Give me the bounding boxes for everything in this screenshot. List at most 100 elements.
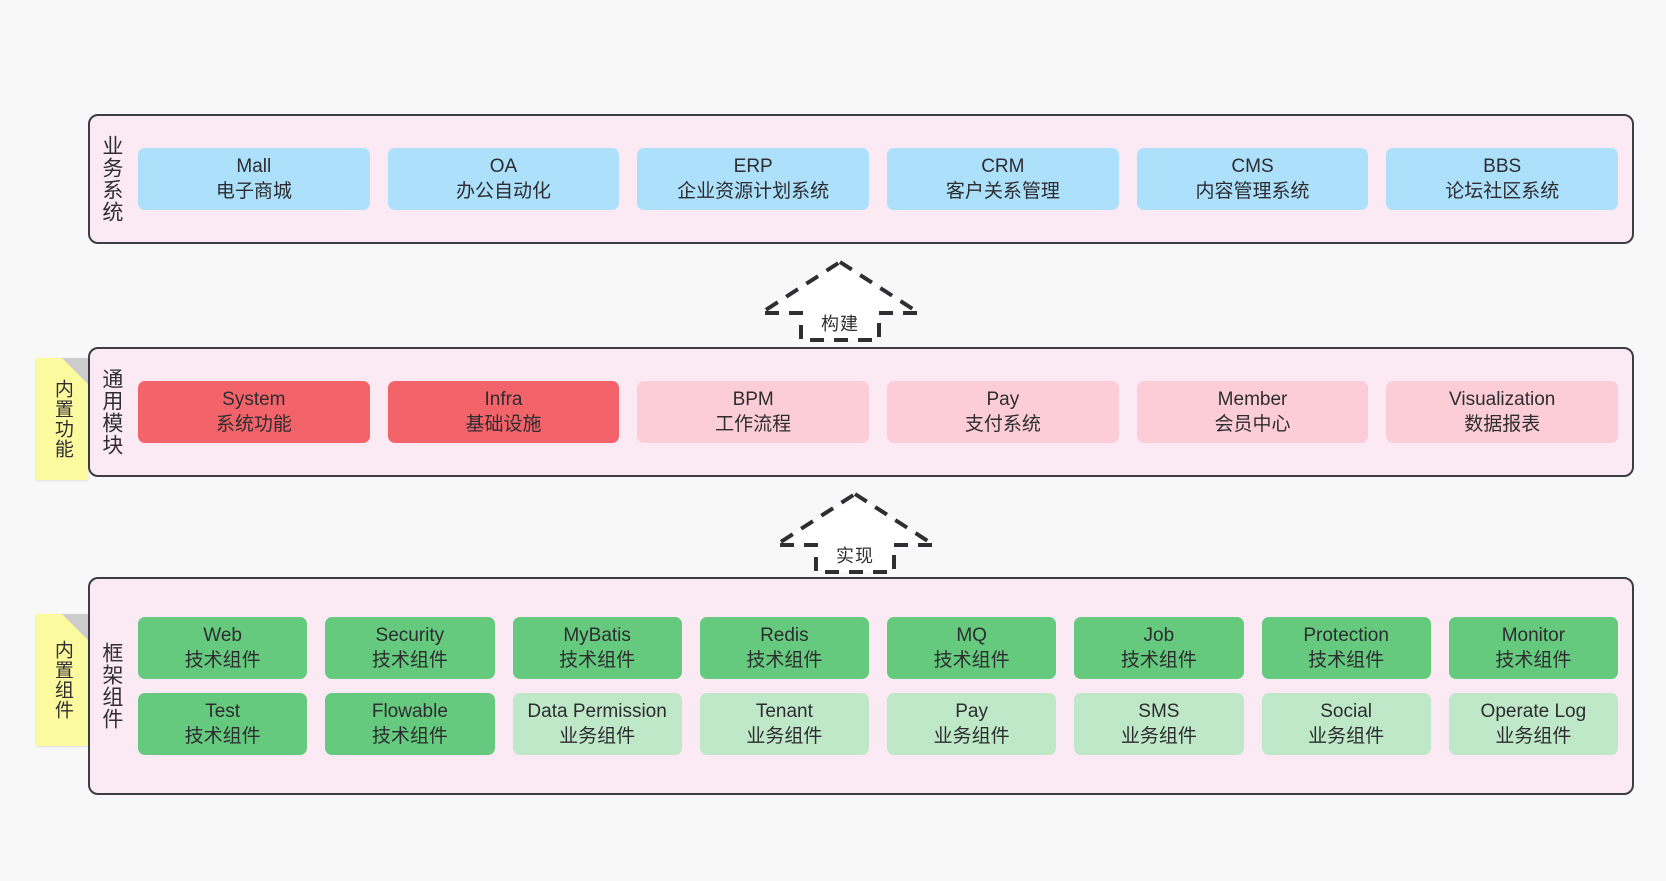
card-social[interactable]: Social 业务组件 (1261, 693, 1431, 756)
card-subtitle: 技术组件 (1495, 649, 1572, 671)
card-title: Tenant (755, 701, 813, 722)
card-title: CMS (1231, 155, 1274, 177)
card-subtitle: 办公自动化 (456, 181, 552, 202)
card-pay-module[interactable]: Pay 支付系统 (887, 380, 1119, 444)
framework-business-row: Test 技术组件 Flowable 技术组件 Data Permission … (138, 693, 1618, 756)
arrow-build: 构建 (755, 256, 925, 342)
card-pay-component[interactable]: Pay 业务组件 (887, 693, 1057, 756)
arrow-build-label: 构建 (821, 314, 859, 334)
card-title: System (222, 388, 286, 410)
card-subtitle: 技术组件 (371, 726, 448, 748)
card-system[interactable]: System 系统功能 (138, 380, 370, 444)
sticky-note-builtin-components: 内置组件 (36, 614, 88, 746)
card-subtitle: 业务组件 (1308, 726, 1385, 748)
card-subtitle: 电子商城 (215, 181, 292, 202)
arrow-up-dashed-icon (770, 491, 940, 574)
card-subtitle: 企业资源计划系统 (677, 181, 830, 202)
card-title: Monitor (1501, 624, 1566, 646)
card-title: Flowable (371, 701, 448, 722)
card-cms[interactable]: CMS 内容管理系统 (1136, 147, 1369, 211)
card-bpm[interactable]: BPM 工作流程 (637, 380, 870, 444)
card-member[interactable]: Member 会员中心 (1136, 380, 1369, 444)
card-subtitle: 会员中心 (1214, 414, 1291, 435)
card-oa[interactable]: OA 办公自动化 (387, 147, 620, 211)
card-sms[interactable]: SMS 业务组件 (1074, 693, 1244, 756)
card-operate-log[interactable]: Operate Log 业务组件 (1448, 693, 1618, 756)
card-subtitle: 技术组件 (559, 649, 636, 671)
card-subtitle: 支付系统 (964, 414, 1041, 435)
common-modules-row: System 系统功能 Infra 基础设施 BPM 工作流程 Pay 支付系统… (138, 380, 1619, 444)
card-subtitle: 数据报表 (1464, 414, 1541, 435)
card-title: BPM (732, 388, 774, 410)
layer-business-systems: 业务系统 Mall 电子商城 OA 办公自动化 ERP 企业资源计划系统 CRM… (88, 114, 1634, 244)
card-title: SMS (1138, 701, 1180, 722)
card-security[interactable]: Security 技术组件 (325, 616, 495, 679)
card-title: Visualization (1449, 388, 1556, 410)
page-fold-icon (62, 614, 88, 640)
card-subtitle: 基础设施 (465, 414, 542, 435)
card-title: CRM (981, 155, 1025, 177)
card-subtitle: 业务组件 (1120, 726, 1197, 748)
card-subtitle: 技术组件 (184, 649, 261, 671)
card-subtitle: 内容管理系统 (1195, 181, 1310, 202)
card-title: Redis (760, 624, 809, 646)
card-mq[interactable]: MQ 技术组件 (887, 616, 1057, 679)
layer-business-systems-body: Mall 电子商城 OA 办公自动化 ERP 企业资源计划系统 CRM 客户关系… (132, 116, 1632, 242)
card-subtitle: 技术组件 (1120, 649, 1197, 671)
card-test[interactable]: Test 技术组件 (138, 693, 308, 756)
card-mall[interactable]: Mall 电子商城 (138, 147, 370, 211)
card-title: BBS (1483, 155, 1522, 177)
card-subtitle: 论坛社区系统 (1445, 181, 1560, 202)
card-subtitle: 技术组件 (1308, 649, 1385, 671)
card-crm[interactable]: CRM 客户关系管理 (887, 147, 1119, 211)
card-title: Member (1217, 388, 1288, 410)
card-subtitle: 技术组件 (933, 649, 1010, 671)
layer-common-modules-body: System 系统功能 Infra 基础设施 BPM 工作流程 Pay 支付系统… (132, 349, 1632, 475)
page-fold-icon (62, 358, 88, 384)
card-visualization[interactable]: Visualization 数据报表 (1386, 380, 1619, 444)
card-flowable[interactable]: Flowable 技术组件 (325, 693, 495, 756)
card-title: Data Permission (527, 701, 667, 722)
card-title: Pay (955, 701, 988, 722)
card-title: Test (205, 701, 241, 722)
layer-common-modules-title: 通用模块 (99, 368, 123, 456)
card-subtitle: 工作流程 (715, 414, 792, 435)
sticky-note-builtin-features: 内置功能 (36, 358, 88, 480)
card-data-permission[interactable]: Data Permission 业务组件 (512, 693, 682, 756)
business-systems-row: Mall 电子商城 OA 办公自动化 ERP 企业资源计划系统 CRM 客户关系… (138, 147, 1619, 211)
card-subtitle: 业务组件 (559, 726, 636, 748)
card-erp[interactable]: ERP 企业资源计划系统 (637, 147, 870, 211)
card-title: Operate Log (1480, 701, 1587, 722)
layer-framework-components-title: 框架组件 (99, 642, 123, 730)
card-protection[interactable]: Protection 技术组件 (1261, 616, 1431, 679)
card-subtitle: 客户关系管理 (945, 181, 1060, 202)
card-title: MyBatis (563, 624, 631, 646)
card-title: Infra (484, 388, 523, 410)
card-redis[interactable]: Redis 技术组件 (699, 616, 869, 679)
arrow-implement-label: 实现 (836, 546, 874, 566)
card-job[interactable]: Job 技术组件 (1074, 616, 1244, 679)
card-mybatis[interactable]: MyBatis 技术组件 (512, 616, 682, 679)
card-title: ERP (733, 155, 773, 177)
layer-framework-components: 框架组件 Web 技术组件 Security 技术组件 MyBatis 技术组件… (88, 577, 1634, 795)
card-title: MQ (956, 624, 987, 646)
card-infra[interactable]: Infra 基础设施 (387, 380, 620, 444)
card-bbs[interactable]: BBS 论坛社区系统 (1386, 147, 1619, 211)
arrow-implement: 实现 (770, 488, 940, 574)
card-subtitle: 技术组件 (184, 726, 261, 748)
card-subtitle: 业务组件 (1495, 726, 1572, 748)
card-title: Pay (986, 388, 1020, 410)
arrow-up-dashed-icon (755, 259, 925, 342)
card-web[interactable]: Web 技术组件 (138, 616, 308, 679)
card-title: Mall (236, 155, 272, 177)
card-subtitle: 业务组件 (746, 726, 823, 748)
layer-common-modules: 通用模块 System 系统功能 Infra 基础设施 BPM 工作流程 Pay… (88, 347, 1634, 477)
layer-business-systems-title: 业务系统 (99, 135, 123, 223)
sticky-note-label: 内置功能 (51, 379, 73, 459)
sticky-note-label: 内置组件 (51, 640, 73, 720)
card-monitor[interactable]: Monitor 技术组件 (1448, 616, 1618, 679)
card-subtitle: 技术组件 (746, 649, 823, 671)
card-tenant[interactable]: Tenant 业务组件 (699, 693, 869, 756)
card-subtitle: 业务组件 (933, 726, 1010, 748)
